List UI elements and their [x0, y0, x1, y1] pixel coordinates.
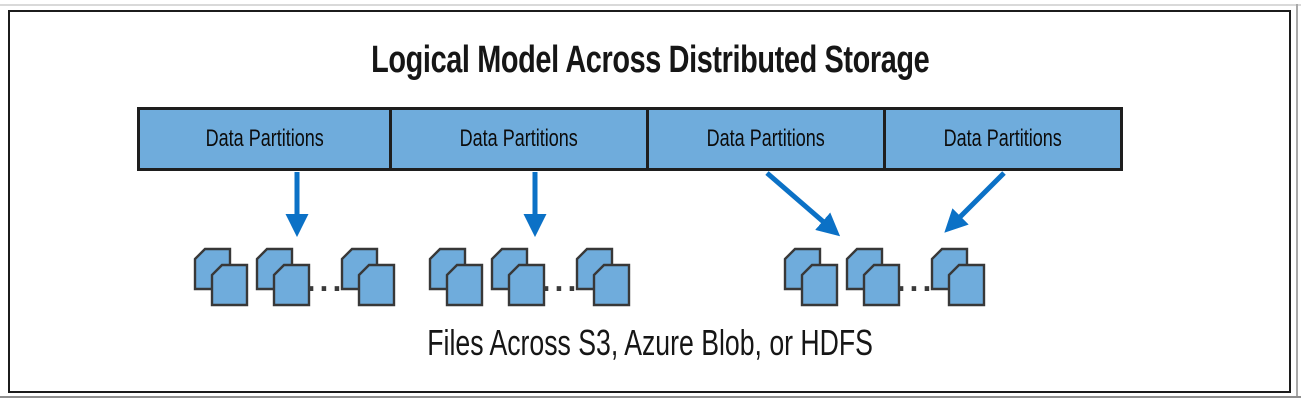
page-edge-top [0, 4, 1301, 6]
figure-title: Logical Model Across Distributed Storage [371, 39, 930, 81]
figure-border [8, 10, 1291, 393]
storage-caption-row: Files Across S3, Azure Blob, or HDFS [0, 322, 1301, 364]
page-edge-bottom [0, 396, 1301, 398]
storage-caption: Files Across S3, Azure Blob, or HDFS [427, 322, 874, 363]
partition-row: Data Partitions Data Partitions Data Par… [137, 107, 1123, 171]
partition-box-2: Data Partitions [389, 110, 646, 168]
partition-label: Data Partitions [943, 125, 1062, 152]
partition-box-4: Data Partitions [882, 110, 1120, 168]
figure-title-row: Logical Model Across Distributed Storage [0, 39, 1301, 82]
partition-label: Data Partitions [460, 125, 579, 152]
page-edge-right [1296, 4, 1298, 398]
partition-label: Data Partitions [205, 125, 324, 152]
partition-label: Data Partitions [706, 125, 825, 152]
partition-box-3: Data Partitions [646, 110, 882, 168]
partition-box-1: Data Partitions [140, 110, 389, 168]
